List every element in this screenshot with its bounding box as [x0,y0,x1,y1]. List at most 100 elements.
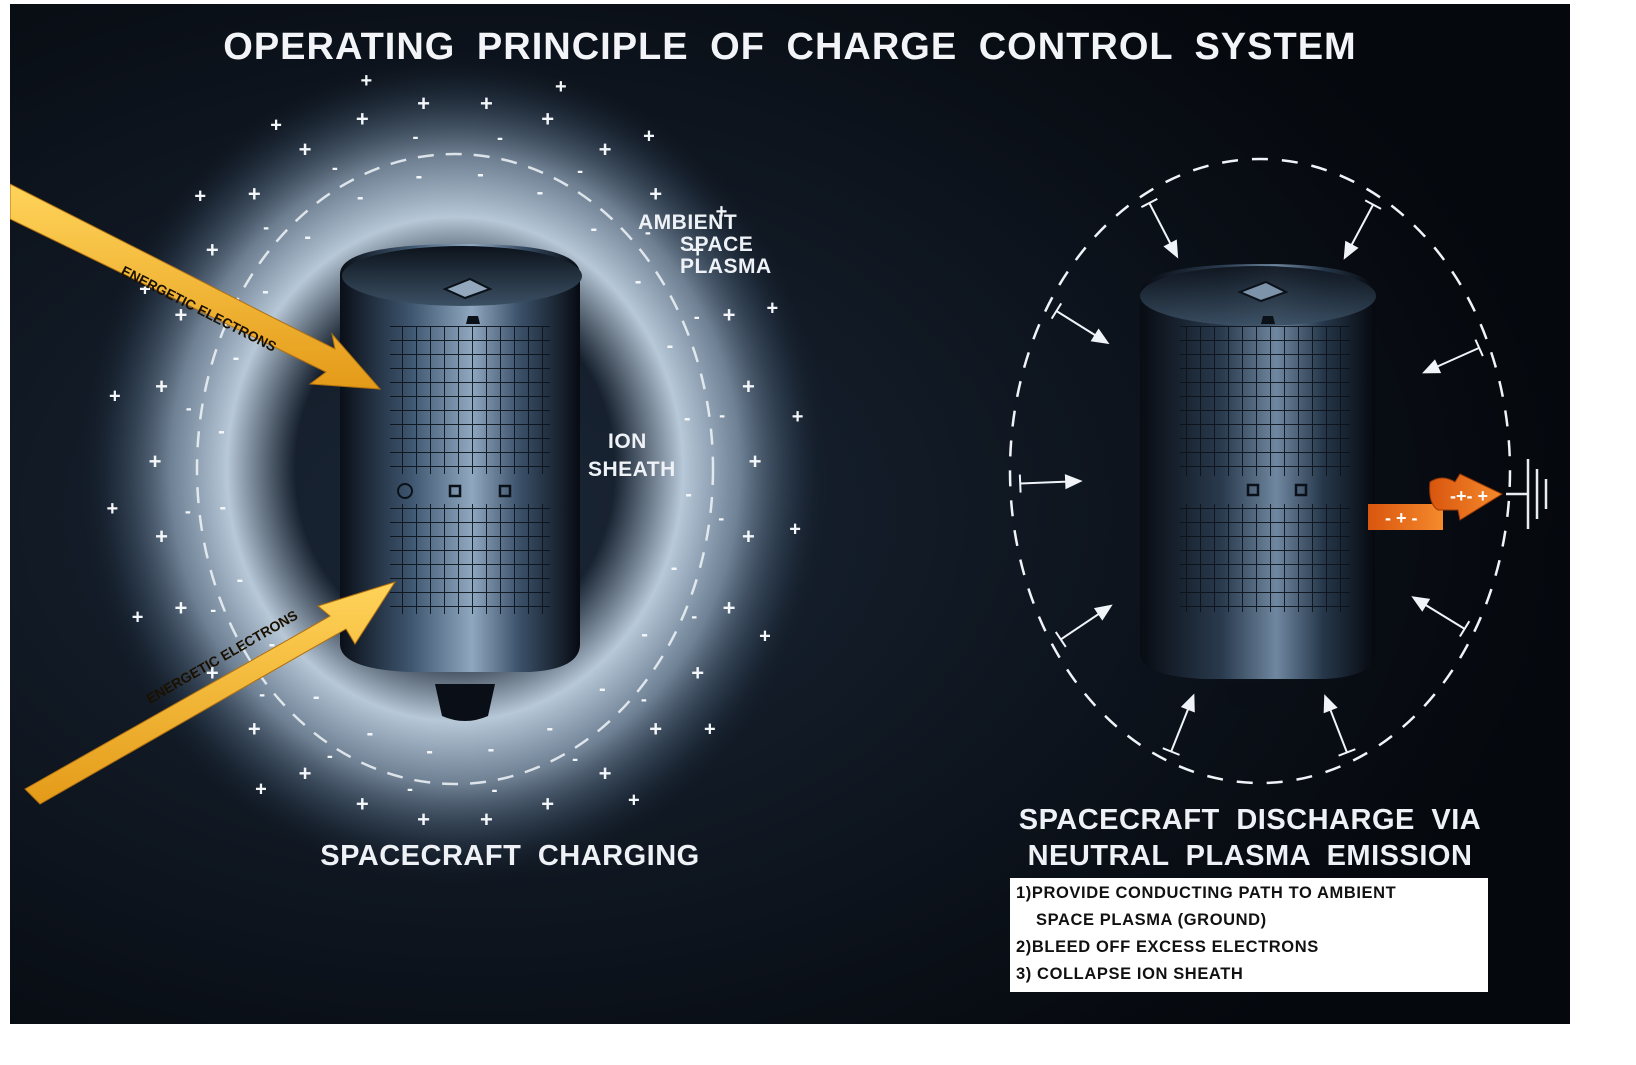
positive-charge: + [356,791,369,816]
inward-arrow [1433,346,1480,370]
inward-arrow [1055,310,1100,339]
inward-arrow [1421,601,1466,630]
spacecraft-right [1140,264,1376,708]
positive-charge: + [107,498,119,520]
negative-charge: - [332,157,338,177]
negative-charge: - [719,405,725,425]
diagram-svg: ++++++++++++++++++++++++++++++----------… [10,4,1570,1024]
negative-charge: - [488,739,495,761]
step-2: 2)BLEED OFF EXCESS ELECTRONS [1016,938,1319,956]
negative-charge: - [691,606,697,626]
positive-charge: + [749,449,762,474]
positive-charge: + [691,237,704,262]
positive-charge: + [649,182,662,207]
positive-charge: + [174,595,187,620]
positive-charge: + [299,137,312,162]
inward-arrow [1327,705,1348,753]
positive-charge: + [361,70,373,92]
positive-charge: + [132,607,144,629]
negative-charge: - [590,218,597,240]
negative-charge: - [477,164,484,186]
ground-symbol [1506,459,1548,529]
negative-charge: - [367,722,374,744]
positive-charge: + [417,91,430,116]
inward-arrow-tail [1018,474,1022,493]
inward-arrow-head [1343,240,1359,260]
inward-arrow-tail [1054,631,1067,648]
negative-charge: - [185,501,191,521]
negative-charge: - [233,347,240,369]
negative-charge: - [546,717,553,739]
positive-charge: + [174,303,187,328]
step-1: 1)PROVIDE CONDUCTING PATH TO AMBIENT [1016,884,1397,902]
positive-charge: + [299,761,312,786]
positive-charge: + [704,718,716,740]
positive-charge: + [541,791,554,816]
negative-charge: - [645,222,651,242]
positive-charge: + [555,76,567,98]
positive-charge: + [599,761,612,786]
positive-charge: + [742,374,755,399]
negative-charge: - [537,182,544,204]
negative-charge: - [718,508,724,528]
spacecraft-charging-caption: SPACECRAFT CHARGING [320,840,700,872]
negative-charge: - [577,161,583,181]
negative-charge: - [304,226,311,248]
negative-charge: - [269,634,276,656]
inward-arrow-head [1064,474,1083,490]
positive-charge: + [759,625,771,647]
positive-charge: + [767,297,779,319]
inward-arrow-tail [1474,339,1484,357]
ambient-space-plasma-label: AMBIENT SPACE PLASMA [638,211,772,278]
inward-arrow-tail [1459,620,1471,638]
inward-arrow-head [1422,359,1442,374]
positive-charge: + [139,279,151,301]
inward-arrow-head [1090,328,1110,345]
negative-charge: - [262,281,269,303]
positive-charge: + [109,386,121,408]
positive-charge: + [206,661,219,686]
positive-charge: + [194,186,206,208]
negative-charge: - [237,569,244,591]
inward-arrow [1060,610,1103,641]
spacecraft-left [340,244,582,721]
discharge-caption: SPACECRAFT DISCHARGE VIA NEUTRAL PLASMA … [1018,804,1482,872]
inward-arrow-tail [1338,748,1356,757]
positive-charge: + [789,518,801,540]
ion-sheath-label: ION SHEATH [588,430,676,481]
negative-charge: - [497,128,503,148]
positive-charge: + [691,661,704,686]
positive-charge: + [356,107,369,132]
negative-charge: - [635,270,642,292]
positive-charge: + [155,374,168,399]
negative-charge: - [357,187,364,209]
negative-charge: - [492,780,498,800]
negative-charge: - [641,689,647,709]
negative-charge: - [186,398,192,418]
negative-charge: - [219,496,226,518]
inward-arrows [1018,197,1484,757]
negative-charge: - [641,623,648,645]
positive-charge: + [599,137,612,162]
positive-charge: + [742,524,755,549]
diagram-title: OPERATING PRINCIPLE OF CHARGE CONTROL SY… [223,26,1357,68]
inward-arrow [1148,202,1174,248]
positive-charge: + [206,237,219,262]
negative-charge: - [685,483,692,505]
negative-charge: - [218,421,225,443]
negative-charge: - [327,746,333,766]
positive-charge: + [248,182,261,207]
negative-charge: - [407,778,413,798]
steps-box: 1)PROVIDE CONDUCTING PATH TO AMBIENT SPA… [1010,878,1488,992]
positive-charge: + [155,524,168,549]
positive-charge: + [480,91,493,116]
negative-charge: - [413,127,419,147]
inward-arrow [1348,204,1375,250]
negative-charge: - [694,306,700,326]
positive-charge: + [417,807,430,832]
positive-charge: + [792,406,804,428]
positive-charge: + [270,114,282,136]
positive-charge: + [628,790,640,812]
negative-charge: - [313,686,320,708]
inward-arrow-tail [1140,197,1158,209]
